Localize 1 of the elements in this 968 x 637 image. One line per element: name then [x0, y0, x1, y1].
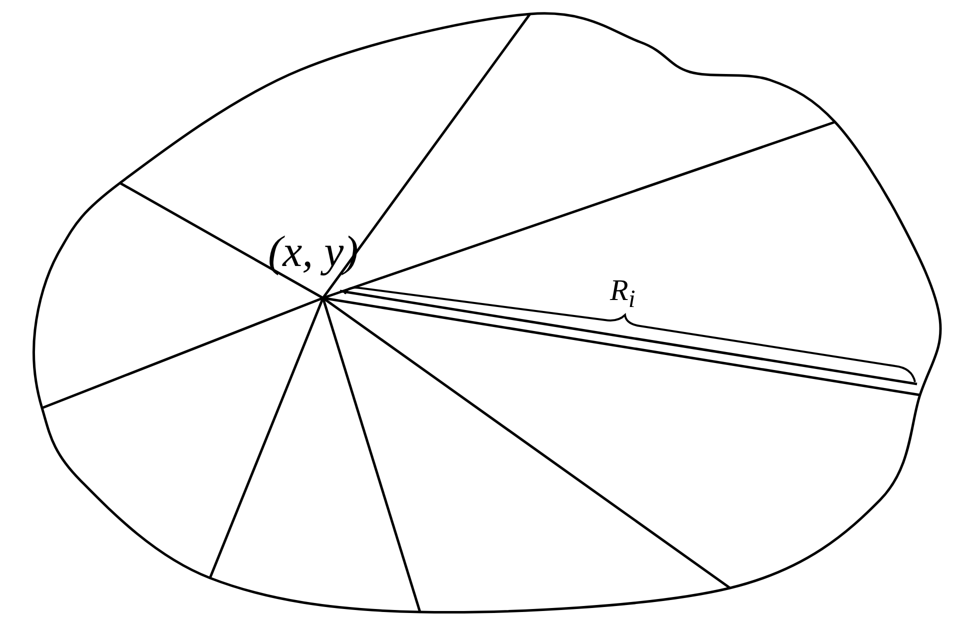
radius-label: R$_{i}$	[610, 276, 636, 312]
